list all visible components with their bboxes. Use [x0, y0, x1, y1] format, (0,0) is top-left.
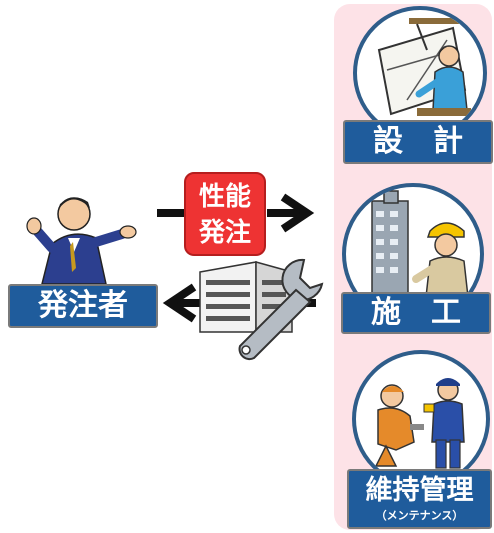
maintenance-label: 維持管理 （メンテナンス）	[347, 469, 492, 529]
order-arrow	[157, 193, 315, 233]
design-label-text: 設 計	[373, 124, 463, 159]
maintenance-label-text: 維持管理	[365, 475, 474, 506]
maintenance-workers-icon	[374, 378, 465, 469]
construction-label: 施 工	[341, 292, 491, 334]
client-label-text: 発注者	[38, 288, 128, 323]
drafter-icon	[377, 18, 471, 116]
businessman-icon	[26, 197, 137, 285]
client-label: 発注者	[8, 284, 158, 328]
maintenance-sublabel-text: （メンテナンス）	[375, 509, 464, 522]
construction-label-text: 施 工	[371, 295, 461, 330]
design-label: 設 計	[343, 120, 493, 164]
wrench-icon	[238, 258, 324, 361]
design-circle	[353, 6, 487, 140]
maintenance-circle	[352, 350, 490, 488]
performance-order-badge: 性能 発注	[184, 172, 266, 256]
order-badge-line1: 性能	[198, 182, 251, 212]
order-badge-line2: 発注	[198, 218, 251, 248]
